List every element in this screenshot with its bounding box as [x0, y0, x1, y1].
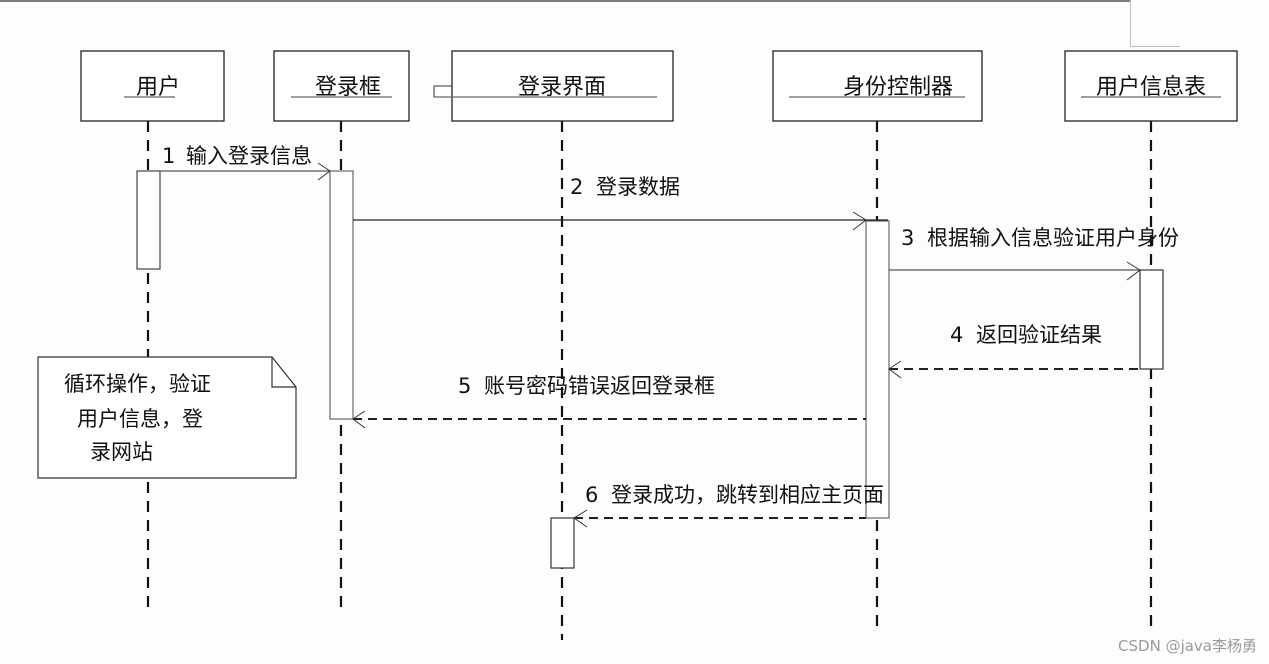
note-line: 录网站	[90, 440, 153, 464]
participant-label: 登录框	[315, 75, 381, 100]
message-6[interactable]: 6 登录成功，跳转到相应主页面	[573, 483, 884, 528]
note-line: 循环操作，验证	[64, 372, 211, 396]
message-2[interactable]: 2 登录数据	[353, 175, 888, 231]
message-number: 5	[458, 374, 471, 398]
message-number: 1	[162, 144, 175, 168]
corner-mark	[1130, 0, 1131, 47]
message-number: 6	[585, 483, 598, 507]
activation-bar-user	[136, 170, 161, 270]
activation-bar-usertable	[1139, 269, 1164, 370]
message-label: 根据输入信息验证用户身份	[927, 226, 1179, 250]
participant-loginui[interactable]: 登录界面	[433, 50, 674, 122]
participant-label: 用户	[136, 75, 180, 100]
message-label: 返回验证结果	[976, 323, 1102, 347]
participant-loginbox[interactable]: 登录框	[273, 50, 410, 122]
activation-bar-loginui	[550, 517, 575, 569]
message-3[interactable]: 3 根据输入信息验证用户身份	[889, 226, 1179, 281]
activation-bar-authctl	[865, 220, 890, 519]
participant-usertable[interactable]: 用户信息表	[1064, 50, 1238, 122]
message-label: 登录数据	[596, 175, 680, 199]
message-4[interactable]: 4 返回验证结果	[888, 323, 1140, 379]
message-1[interactable]: 1 输入登录信息	[160, 144, 331, 181]
watermark: CSDN @java李杨勇	[1118, 637, 1257, 655]
message-label: 登录成功，跳转到相应主页面	[611, 483, 884, 507]
message-number: 3	[901, 226, 914, 250]
participant-label: 登录界面	[518, 75, 606, 100]
activation-bar-loginbox	[329, 170, 354, 420]
participant-user[interactable]: 用户	[80, 50, 225, 122]
top-border	[0, 0, 1131, 2]
participant-label: 身份控制器	[843, 75, 953, 100]
message-label: 账号密码错误返回登录框	[484, 374, 715, 398]
message-label: 输入登录信息	[186, 144, 312, 168]
participant-authctl[interactable]: 身份控制器	[772, 50, 983, 122]
note-line: 用户信息，登	[77, 407, 203, 431]
note[interactable]: 循环操作，验证 用户信息，登 录网站	[37, 356, 297, 479]
participant-label: 用户信息表	[1096, 75, 1206, 100]
message-number: 2	[570, 175, 583, 199]
corner-mark	[1130, 46, 1180, 47]
message-5[interactable]: 5 账号密码错误返回登录框	[352, 374, 866, 429]
message-number: 4	[950, 323, 963, 347]
